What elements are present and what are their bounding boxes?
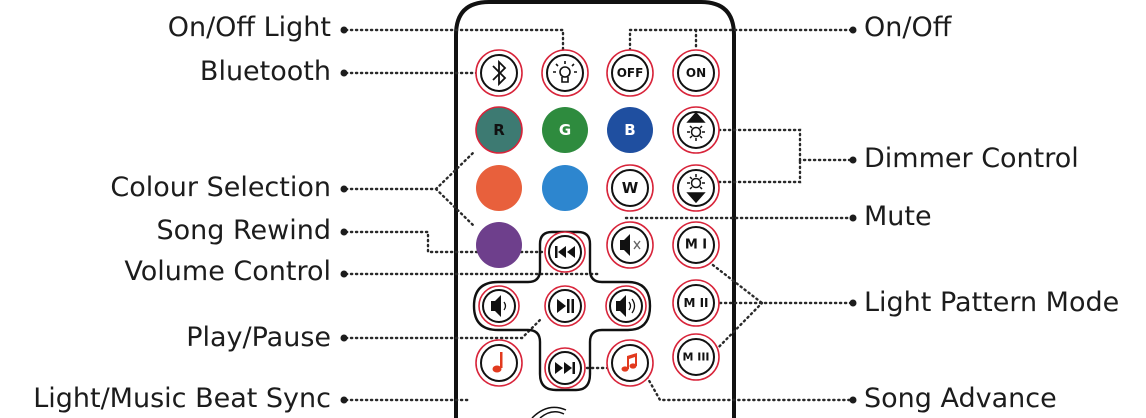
brightness-down-icon (686, 174, 706, 204)
label-on-off: On/Off (864, 12, 952, 43)
dot-beat-sync (340, 396, 348, 404)
music-notes-icon (621, 353, 637, 372)
volume-up-icon (616, 295, 636, 317)
leader-play-pause (344, 316, 544, 340)
label-light-music-beat-sync: Light/Music Beat Sync (33, 383, 331, 414)
light-toggle-button[interactable] (541, 49, 589, 97)
mode-3-button[interactable]: M III (672, 333, 720, 381)
label-light-pattern-mode: Light Pattern Mode (864, 287, 1120, 318)
dimmer-down-button[interactable] (672, 164, 720, 212)
volume-down-button[interactable] (478, 285, 520, 327)
dot-dimmer (849, 156, 857, 164)
label-dimmer-control: Dimmer Control (864, 143, 1079, 174)
orange-button[interactable] (476, 165, 522, 211)
dot-song-advance (849, 396, 857, 404)
mode-3-label: M III (682, 351, 709, 364)
purple-button[interactable] (476, 222, 522, 268)
label-volume-control: Volume Control (124, 256, 331, 287)
play-pause-icon (557, 299, 574, 313)
label-song-advance: Song Advance (864, 383, 1057, 414)
media-cross-outline (472, 230, 652, 392)
music-mode-button[interactable] (606, 339, 654, 387)
bluetooth-icon (492, 59, 507, 87)
red-button[interactable]: R (475, 106, 523, 154)
dot-light-pattern (849, 299, 857, 307)
on-button[interactable]: ON (672, 49, 720, 97)
play-pause-button[interactable] (544, 285, 586, 327)
off-button-label: OFF (617, 66, 644, 80)
white-button[interactable]: W (606, 164, 654, 212)
dot-on-off (849, 26, 857, 34)
on-button-label: ON (686, 66, 706, 80)
brightness-up-icon (686, 111, 706, 141)
dimmer-up-button[interactable] (672, 106, 720, 154)
mute-button[interactable] (606, 221, 654, 269)
label-song-rewind: Song Rewind (156, 215, 332, 246)
off-button[interactable]: OFF (606, 49, 654, 97)
label-bluetooth: Bluetooth (199, 56, 331, 87)
beat-sync-button[interactable] (475, 339, 523, 387)
mode-1-button[interactable]: M I (672, 221, 720, 269)
rewind-button[interactable] (544, 231, 586, 273)
dot-song-rewind (340, 228, 348, 236)
label-on-off-light: On/Off Light (167, 12, 331, 43)
blue-button-label: B (624, 121, 635, 139)
red-button-label: R (493, 121, 505, 139)
dot-colour-selection (340, 185, 348, 193)
leader-light-pattern (707, 260, 854, 359)
dot-mute (849, 214, 857, 222)
label-mute: Mute (864, 201, 932, 232)
dot-on-off-light (340, 26, 348, 34)
light-blue-button[interactable] (542, 165, 588, 211)
fast-forward-icon (555, 362, 575, 374)
music-note-icon (492, 352, 503, 373)
white-button-label: W (622, 179, 639, 197)
leader-on-off (628, 28, 854, 52)
green-button-label: G (559, 121, 571, 139)
dot-play-pause (340, 334, 348, 342)
mode-1-label: M I (685, 238, 707, 253)
leader-dimmer (712, 128, 854, 184)
label-play-pause: Play/Pause (186, 322, 331, 353)
mute-icon (620, 234, 641, 256)
dot-bluetooth (340, 69, 348, 77)
leader-on-off-light (344, 28, 565, 52)
advance-button[interactable] (544, 347, 586, 389)
volume-down-icon (491, 295, 507, 317)
green-button[interactable]: G (542, 107, 588, 153)
rewind-icon (555, 246, 575, 258)
mode-2-label: M II (683, 296, 708, 310)
lightbulb-icon (553, 61, 577, 83)
mode-2-button[interactable]: M II (672, 279, 720, 327)
blue-button[interactable]: B (607, 107, 653, 153)
label-colour-selection: Colour Selection (110, 172, 331, 203)
volume-up-button[interactable] (605, 285, 647, 327)
leader-colour-selection (344, 150, 476, 228)
brand-logo-partial (531, 406, 567, 418)
bluetooth-button[interactable] (475, 49, 523, 97)
dot-volume-control (340, 270, 348, 278)
remote-body (454, 0, 736, 418)
